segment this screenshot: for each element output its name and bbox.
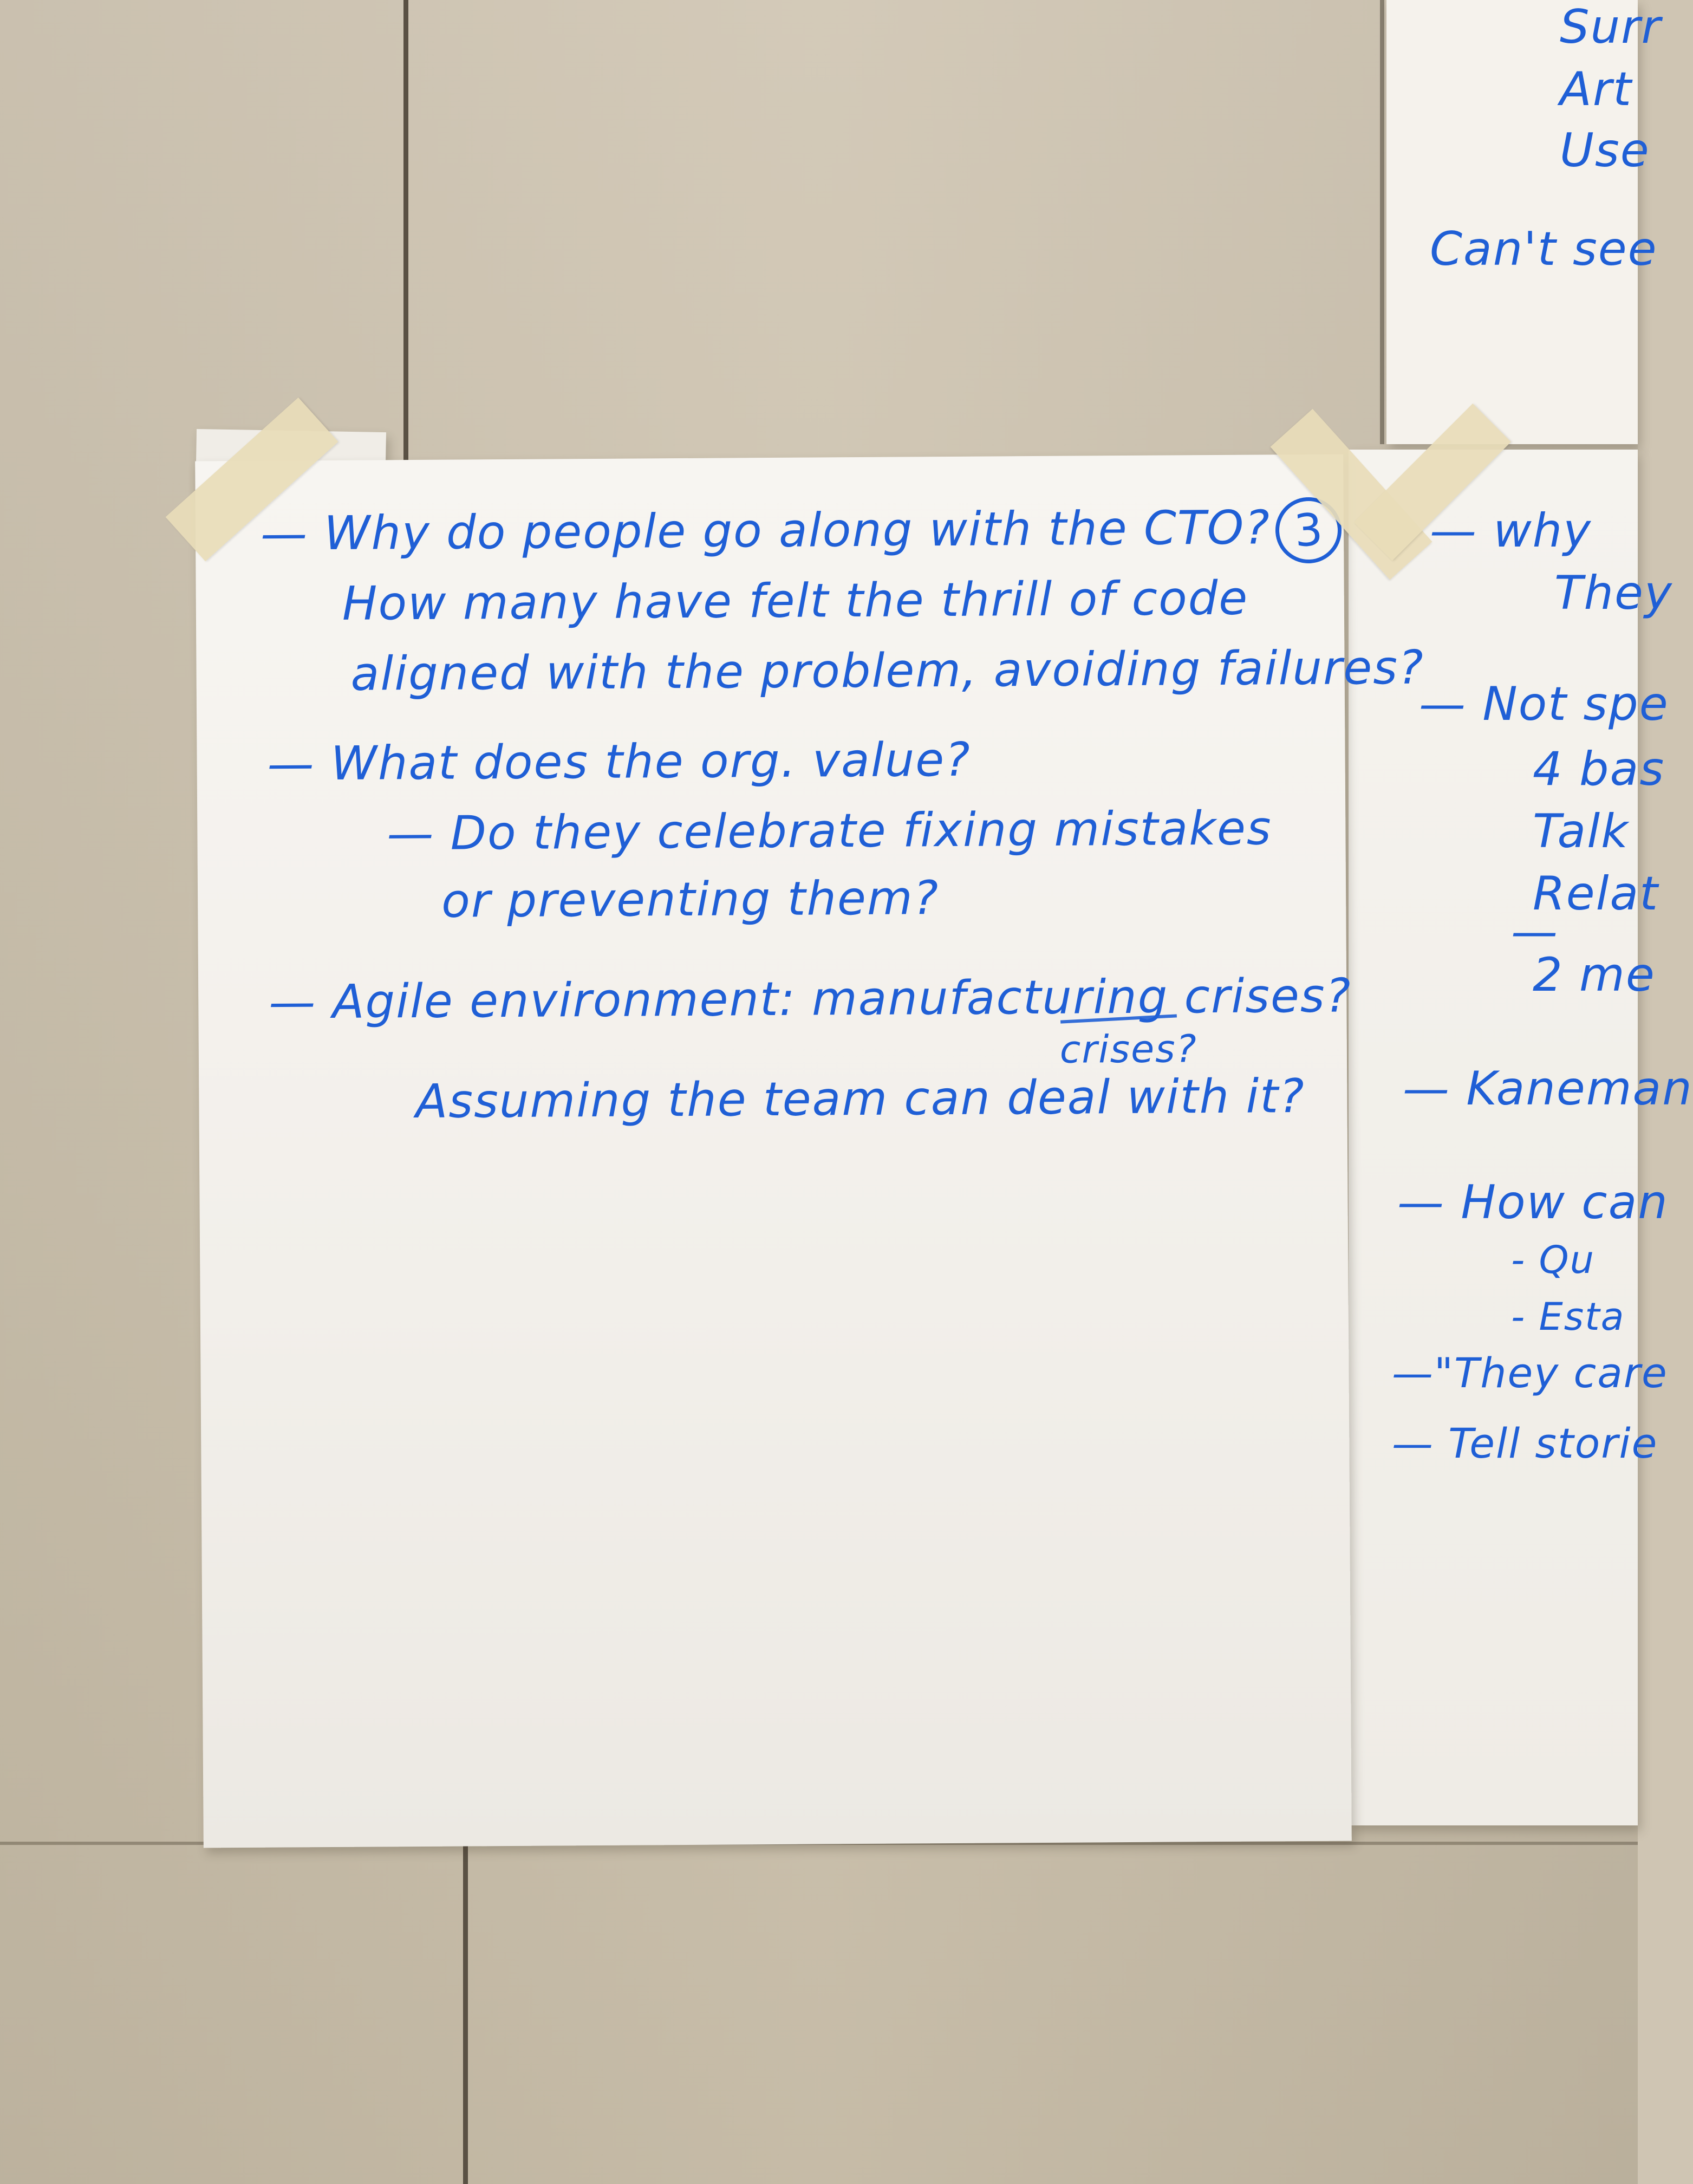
handwritten-line: - Qu xyxy=(1511,1238,1595,1282)
handwritten-line: Talk xyxy=(1533,804,1629,859)
flipchart-sheet-main: — Why do people go along with the CTO? H… xyxy=(195,454,1424,1848)
handwritten-line: How many have felt the thrill of code xyxy=(342,571,1249,631)
handwritten-line: Assuming the team can deal with it? xyxy=(415,1069,1305,1129)
handwritten-line: —"They care xyxy=(1392,1349,1668,1397)
handwritten-line: — Kaneman xyxy=(1403,1062,1693,1116)
wall-panel-seam xyxy=(403,0,408,471)
handwritten-line: 4 bas xyxy=(1533,742,1665,796)
handwritten-line: Use xyxy=(1560,123,1650,178)
flipchart-sheet-right: — why They — Not spe 4 bas Talk Relat — … xyxy=(1349,450,1692,1825)
handwritten-line: - Esta xyxy=(1511,1295,1625,1339)
handwritten-line: — Not spe xyxy=(1419,677,1669,731)
handwritten-line: They xyxy=(1554,566,1673,620)
handwritten-line: — Tell storie xyxy=(1392,1419,1658,1467)
handwritten-line: — xyxy=(1511,905,1559,959)
handwritten-line: crises? xyxy=(1059,1026,1197,1072)
handwritten-line: — How can xyxy=(1397,1175,1669,1230)
handwritten-line: Can't see xyxy=(1430,222,1658,276)
handwritten-line: — Do they celebrate fixing mistakes xyxy=(387,801,1272,861)
handwritten-line: — Why do people go along with the CTO? xyxy=(260,500,1271,561)
handwritten-line: aligned with the problem, avoiding failu… xyxy=(350,640,1424,701)
handwritten-line: — What does the org. value? xyxy=(267,732,972,791)
handwritten-line: — why xyxy=(1430,504,1592,558)
handwritten-line: — Agile environment: manufacturing crise… xyxy=(269,968,1352,1030)
handwritten-line: 2 me xyxy=(1533,948,1656,1002)
flipchart-sheet-right-top: Surr Art Use Can't see xyxy=(1386,0,1661,444)
handwritten-line: Relat xyxy=(1533,867,1659,921)
handwritten-line: or preventing them? xyxy=(441,871,940,928)
handwritten-line: Art xyxy=(1560,62,1632,116)
wall-panel-seam xyxy=(1380,0,1384,444)
wall-panel-seam xyxy=(463,1836,468,2184)
handwritten-line: Surr xyxy=(1560,0,1662,54)
